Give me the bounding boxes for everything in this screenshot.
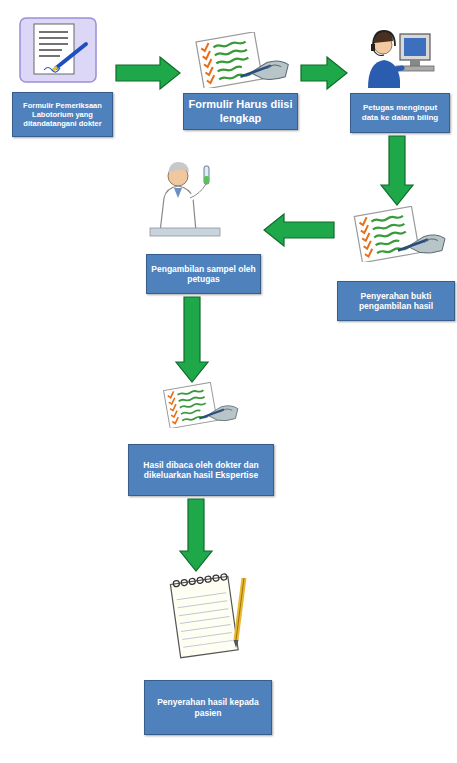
process-step: Hasil dibaca oleh dokter dan dikeluarkan… [128,385,274,496]
step-label: Penyerahan hasil kepada pasien [149,697,267,717]
flow-arrow [381,136,413,205]
step-label: Formulir Pemeriksaan Labotorium yang dit… [17,101,108,128]
process-box: Formulir Pemeriksaan Labotorium yang dit… [12,92,113,137]
process-step: Formulir Harus diisi lengkap [183,35,298,130]
process-box: Penyerahan hasil kepada pasien [144,680,272,735]
step-label: Penyerahan bukti pengambilan hasil [342,291,450,311]
process-step: Petugas menginput data ke dalam biling [350,30,450,133]
process-step: Penyerahan hasil kepada pasien [144,574,272,735]
step-label: Petugas menginput data ke dalam biling [355,103,445,122]
process-box: Petugas menginput data ke dalam biling [350,93,450,133]
flow-arrow [176,297,208,382]
flow-arrow [116,57,180,89]
flow-arrow [180,499,212,571]
process-step: Pengambilan sampel oleh petugas [146,162,261,294]
process-box: Hasil dibaca oleh dokter dan dikeluarkan… [128,444,274,496]
step-label: Formulir Harus diisi lengkap [188,98,293,124]
step-label: Hasil dibaca oleh dokter dan dikeluarkan… [133,460,269,480]
flow-arrow [264,214,334,246]
process-box: Pengambilan sampel oleh petugas [146,254,261,294]
process-step: Penyerahan bukti pengambilan hasil [337,208,455,321]
process-step: Formulir Pemeriksaan Labotorium yang dit… [12,18,113,137]
process-box: Penyerahan bukti pengambilan hasil [337,281,455,321]
step-label: Pengambilan sampel oleh petugas [151,264,256,284]
process-box: Formulir Harus diisi lengkap [183,93,298,130]
flow-arrow [301,57,347,89]
